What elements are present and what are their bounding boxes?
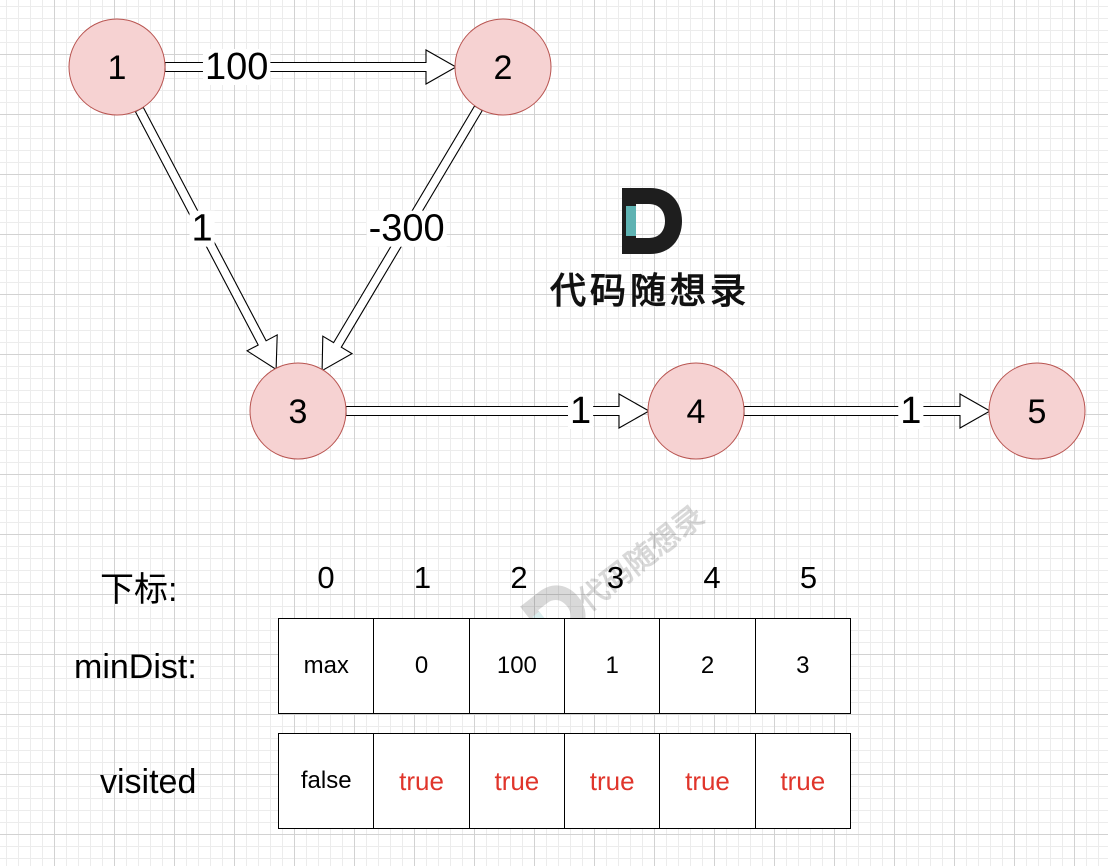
index-label: 5 [799,560,818,595]
edge-label-background [202,49,271,85]
node-circle [454,18,552,116]
node-2: 2 [454,18,552,116]
node-label: 2 [494,49,513,87]
node-label: 5 [1028,393,1047,431]
node-circle [249,362,347,460]
node-3: 3 [249,362,347,460]
mindist-cell: 100 [468,618,566,714]
visited-cell: true [659,733,756,829]
index-label: 0 [317,560,335,595]
edge-weight-label: 1 [191,208,212,250]
mindist-cell: max [278,618,375,714]
index-row-label: 下标: [100,571,178,609]
edge-arrow [743,393,992,429]
edge-label-background [366,210,447,247]
index-label: 1 [413,560,432,595]
edge-weight-label: 100 [205,46,268,88]
edge-3-4: 1 [345,390,651,432]
node-circle [68,18,166,116]
edges-layer: 100 1 -300 1 1 [134,46,992,432]
edge-arrow [345,393,651,429]
node-circle [647,362,745,460]
mindist-cell: 0 [373,618,470,714]
mindist-cell: 1 [563,618,661,714]
index-label: 2 [510,560,528,595]
edge-4-5: 1 [743,390,992,432]
logo-d-icon [622,188,682,254]
edge-label-background [898,393,924,429]
visited-cell: true [563,733,661,829]
node-circle [988,362,1086,460]
visited-cell: true [754,733,852,829]
visited-cell: true [373,733,470,829]
logo: 代码随想录 [540,188,760,312]
node-5: 5 [988,362,1086,460]
logo-text: 代码随想录 [549,270,750,312]
edge-1-2: 100 [164,46,458,88]
node-label: 4 [687,393,706,431]
index-label: 4 [703,560,721,595]
mindist-cell: 2 [659,618,756,714]
edge-2-3: -300 [321,105,484,372]
edge-label-background [189,210,215,247]
edge-weight-label: 1 [900,390,921,432]
node-4: 4 [647,362,745,460]
visited-cell: false [278,733,375,829]
nodes-layer: 1 2 3 4 5 [68,18,1086,460]
visited-row-label: visited [100,763,197,801]
mindist-cell: 3 [754,618,852,714]
node-label: 3 [289,393,308,431]
edge-weight-label: -300 [369,208,445,250]
node-1: 1 [68,18,166,116]
edge-label-background [568,393,594,429]
visited-cell: true [468,733,566,829]
index-label: 3 [606,560,625,595]
edge-1-3: 1 [134,106,278,371]
node-label: 1 [108,49,127,87]
edge-weight-label: 1 [570,390,591,432]
mindist-row-label: minDist: [74,648,197,686]
